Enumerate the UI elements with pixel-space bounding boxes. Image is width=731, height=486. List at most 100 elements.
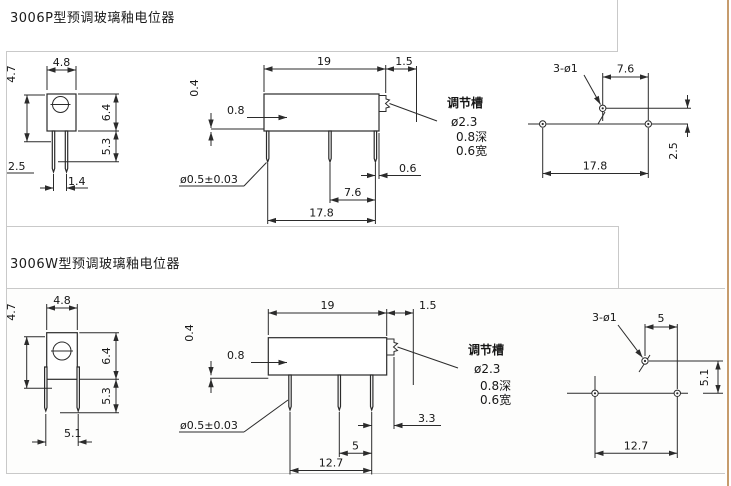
dim-body-height: 6.4: [79, 332, 119, 380]
pin: [51, 130, 56, 174]
holes-leader-line: [583, 74, 601, 105]
holes-leader-line: [617, 324, 643, 358]
dim-offset: 2.5: [7, 160, 34, 174]
dim-inset: 0.8: [227, 349, 287, 366]
leader-overshoot: [597, 111, 606, 125]
slot-spec-note: 调节槽 ø2.3 0.8深 0.6宽: [447, 95, 487, 158]
holes-label: 3-ø1: [592, 311, 617, 324]
dim-label: 0.8: [227, 104, 245, 117]
dim-label: 19: [317, 55, 331, 68]
dim-body-height: 6.4: [78, 93, 119, 132]
dim-label: 5.1: [698, 369, 711, 387]
pin: [288, 374, 292, 412]
dim-label: 2.5: [667, 142, 680, 160]
dim-label: 5: [658, 312, 665, 325]
dim-label: 0.8: [227, 349, 245, 362]
pin: [76, 366, 80, 413]
dim-leg-length: 5.3: [58, 131, 119, 163]
dim-hole-span: 17.8: [542, 128, 649, 178]
dim-label: 5.3: [100, 387, 113, 405]
pin-diameter-callout: ø0.5±0.03: [179, 162, 267, 187]
front-view-3006p: 0.4 0.8 19 1.5 0.6: [179, 55, 487, 224]
page-right-border: [727, 0, 729, 486]
dim-label: 0.4: [188, 79, 201, 97]
dim-notch: 1.5: [385, 55, 417, 122]
dim-label: 12.7: [624, 440, 649, 453]
dim-pin-span: 17.8: [267, 163, 376, 224]
dim-leg-length: 5.3: [60, 379, 119, 414]
section-1-title: 3006P型预调玻璃釉电位器: [10, 11, 175, 26]
dim-pin-span: 12.7: [289, 412, 373, 475]
section-2-title: 3006W型预调玻璃釉电位器: [10, 257, 180, 272]
pin: [64, 130, 69, 174]
dim-label: 12.7: [319, 457, 344, 470]
pin: [44, 366, 48, 413]
dim-label: 3.3: [418, 412, 436, 425]
dim-label: 7.6: [617, 63, 635, 76]
dim-label: ø0.5±0.03: [180, 173, 238, 186]
dim-side-width: 4.8: [46, 294, 78, 330]
dim-label: 4.8: [53, 56, 71, 69]
dim-label: 19: [321, 299, 335, 312]
slot-width: 0.6宽: [480, 392, 511, 407]
title-cell-1-bottom-border: [6, 51, 618, 52]
dim-label: 4.7: [5, 303, 18, 321]
pin: [373, 130, 378, 164]
dim-notch: 1.5: [386, 299, 437, 385]
dim-label: 1.5: [419, 299, 437, 312]
slot-dia: ø2.3: [451, 115, 477, 129]
dim-label: 17.8: [309, 207, 334, 220]
dim-label: 4.8: [53, 294, 71, 307]
dim-label: 6.4: [100, 104, 113, 122]
dim-hole-row: 5.1: [698, 361, 721, 394]
pin: [265, 130, 270, 164]
dim-standoff: 0.4: [183, 324, 214, 393]
dim-label: 4.7: [5, 65, 18, 83]
dim-body-width: 19: [267, 299, 388, 336]
dim-hole-span: 12.7: [594, 397, 678, 458]
dim-label: 5.3: [100, 138, 113, 156]
slot-leader-line: [397, 346, 459, 369]
pin: [328, 130, 332, 164]
drawing-3006p: 4.8 4.7 6.4 5.3 2.5: [5, 55, 691, 224]
dim-label: 0.6: [399, 162, 417, 175]
dim-label: 5: [352, 440, 359, 453]
component-body-outline: [46, 332, 78, 380]
title-cell-1-right-border: [617, 0, 618, 51]
footprint-3006w: 3-ø1 5 5.1 12.7: [567, 311, 723, 458]
component-body-outline: [263, 93, 380, 132]
dim-hole-top: 7.6: [602, 63, 649, 120]
section-1-left-border: [6, 51, 7, 227]
dim-label: 17.8: [583, 160, 608, 173]
dim-label: 5.1: [64, 427, 82, 440]
section-2-box: [6, 288, 725, 474]
dim-hole-row: 2.5: [606, 95, 691, 160]
front-view-3006w: 0.4 0.8 19 1.5 3.3: [179, 299, 511, 475]
dim-pin-edge: 0.6: [361, 133, 421, 179]
drawing-3006w: 4.8 4.7 6.4 5.3 5.1: [5, 294, 723, 475]
dim-pin-pitch: 7.6: [329, 163, 376, 224]
dim-inset: 0.8: [227, 104, 287, 121]
dim-side-height: 4.7: [5, 303, 52, 389]
dim-side-width: 4.8: [46, 56, 77, 90]
slot-depth: 0.8深: [456, 130, 487, 144]
pin: [369, 374, 374, 412]
pin: [337, 374, 342, 412]
dim-label: ø0.5±0.03: [180, 419, 238, 432]
component-body-outline: [46, 93, 77, 132]
dim-label: 2.5: [8, 160, 26, 173]
dim-pin-pitch: 5: [338, 412, 373, 457]
pin-diameter-callout: ø0.5±0.03: [179, 399, 289, 433]
side-view-3006p: 4.8 4.7 6.4 5.3 2.5: [5, 56, 119, 191]
holes-label: 3-ø1: [553, 62, 578, 75]
dim-hole-top: 5: [644, 312, 678, 389]
dim-pin-pitch: 5.1: [32, 414, 92, 446]
slot-depth: 0.8深: [480, 379, 511, 393]
component-body-outline: [267, 337, 388, 376]
slot-name: 调节槽: [468, 342, 504, 357]
dim-label: 1.4: [68, 175, 86, 188]
slot-width: 0.6宽: [456, 143, 487, 158]
dim-pin-edge: 3.3: [358, 357, 441, 429]
adjust-notch: [386, 338, 399, 356]
